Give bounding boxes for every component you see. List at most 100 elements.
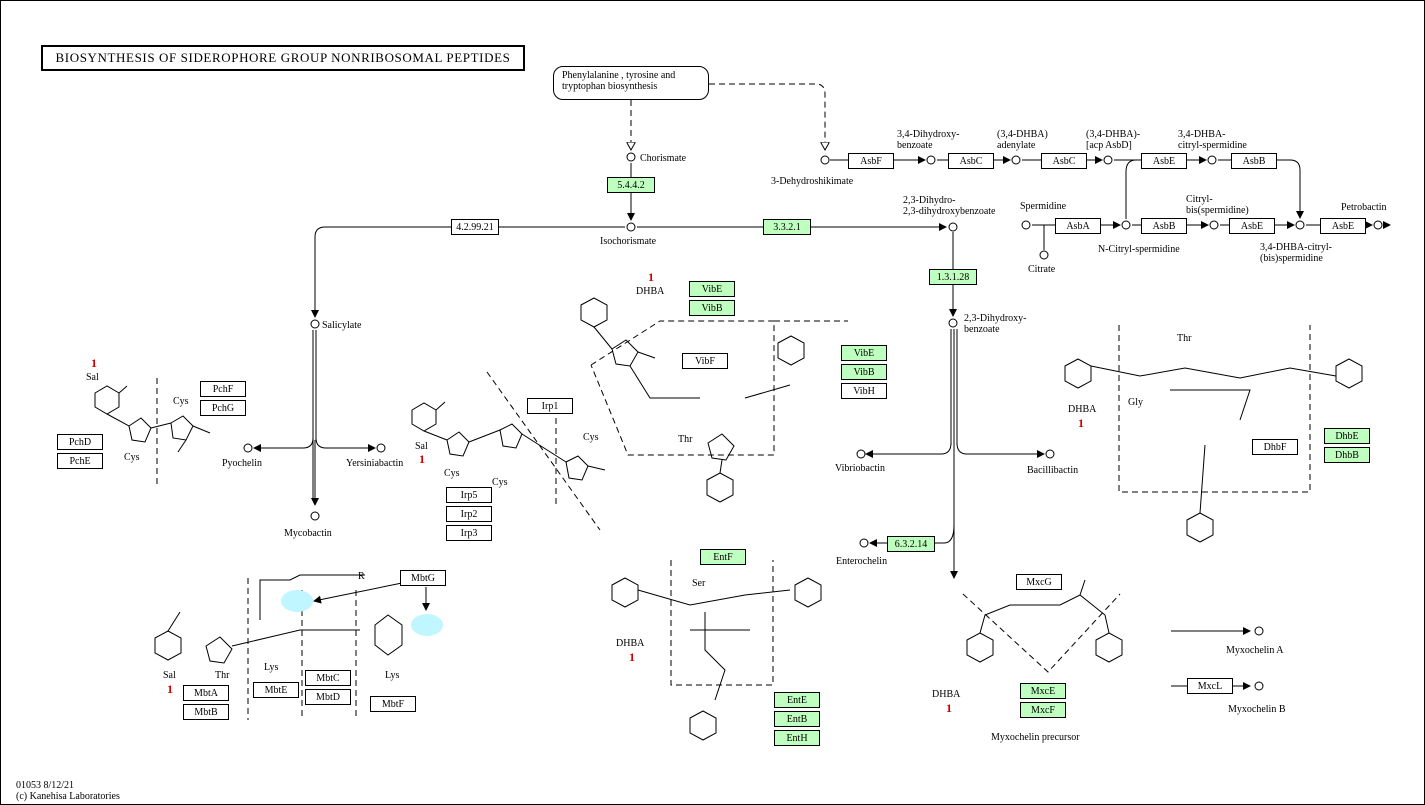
oh-highlight-2	[411, 614, 443, 636]
enzyme-vibb-1[interactable]: VibB	[689, 300, 735, 316]
struct-dhba-dhb: DHBA	[1068, 404, 1097, 415]
enzyme-dhbe[interactable]: DhbE	[1324, 428, 1370, 444]
enzyme-asbf[interactable]: AsbF	[848, 153, 894, 169]
enzyme-pche[interactable]: PchE	[57, 453, 103, 469]
enzyme-mxcl[interactable]: MxcL	[1187, 678, 1233, 694]
label-salicylate[interactable]: Salicylate	[322, 320, 362, 331]
label-chorismate[interactable]: Chorismate	[640, 153, 687, 164]
struct-thr-vib: Thr	[678, 434, 693, 445]
enzyme-mbtg[interactable]: MbtG	[400, 570, 446, 586]
module-marker-6: 1	[167, 682, 173, 696]
label-dihydro-dhb[interactable]: 2,3-Dihydro- 2,3-dihydroxybenzoate	[903, 195, 996, 217]
label-dhb-citryl-bis[interactable]: 3,4-DHBA-citryl- (bis)spermidine	[1260, 242, 1332, 264]
enzyme-asbe-3[interactable]: AsbE	[1320, 218, 1366, 234]
label-mycobactin[interactable]: Mycobactin	[284, 528, 332, 539]
label-3-dehydroshikimate[interactable]: 3-Dehydroshikimate	[771, 176, 854, 187]
struct-sal-2: Sal	[415, 441, 428, 452]
enzyme-asbe-1[interactable]: AsbE	[1141, 153, 1187, 169]
pathway-link-box[interactable]: Phenylalanine , tyrosine and tryptophan …	[553, 66, 709, 100]
label-dhb-acp[interactable]: (3,4-DHBA)- [acp AsbD]	[1086, 129, 1141, 151]
enzyme-asbb-1[interactable]: AsbB	[1231, 153, 1277, 169]
enzyme-mbta[interactable]: MbtA	[183, 685, 229, 701]
label-myxochelin-precursor[interactable]: Myxochelin precursor	[991, 732, 1080, 743]
enzyme-entf[interactable]: EntF	[700, 549, 746, 565]
enzyme-vibf[interactable]: VibF	[682, 353, 728, 369]
enzyme-asbe-2[interactable]: AsbE	[1229, 218, 1275, 234]
label-myxochelin-b[interactable]: Myxochelin B	[1228, 704, 1286, 715]
enzyme-pchd[interactable]: PchD	[57, 434, 103, 450]
enzyme-enth[interactable]: EntH	[774, 730, 820, 746]
enzyme-ente[interactable]: EntE	[774, 692, 820, 708]
enzyme-pchf[interactable]: PchF	[200, 381, 246, 397]
enzyme-mxcg[interactable]: MxcG	[1016, 574, 1062, 590]
map-title: BIOSYNTHESIS OF SIDEROPHORE GROUP NONRIB…	[41, 45, 525, 71]
module-marker-5: 1	[629, 650, 635, 664]
enzyme-mbtc[interactable]: MbtC	[305, 670, 351, 686]
enzyme-vibh[interactable]: VibH	[841, 383, 887, 399]
module-marker-2: 1	[419, 452, 425, 466]
enzyme-mbtb[interactable]: MbtB	[183, 704, 229, 720]
struct-cys-1: Cys	[173, 396, 189, 407]
module-marker-7: 1	[946, 701, 952, 715]
label-isochorismate[interactable]: Isochorismate	[600, 236, 657, 247]
label-petrobactin[interactable]: Petrobactin	[1341, 202, 1387, 213]
enzyme-vibb-2[interactable]: VibB	[841, 364, 887, 380]
struct-thr-mbt: Thr	[215, 670, 230, 681]
label-enterochelin[interactable]: Enterochelin	[836, 556, 888, 567]
enzyme-mbte[interactable]: MbtE	[253, 682, 299, 698]
label-pyochelin[interactable]: Pyochelin	[222, 458, 262, 469]
label-vibriobactin[interactable]: Vibriobactin	[835, 463, 885, 474]
label-dhb-citryl-spermidine[interactable]: 3,4-DHBA- citryl-spermidine	[1178, 129, 1247, 151]
struct-dhba-vib: DHBA	[636, 286, 665, 297]
footer-map-id: 01053 8/12/21	[16, 780, 75, 791]
enzyme-mbtf[interactable]: MbtF	[370, 696, 416, 712]
enzyme-asbc-1[interactable]: AsbC	[948, 153, 994, 169]
module-marker-4: 1	[1078, 416, 1084, 430]
enzyme-pchg[interactable]: PchG	[200, 400, 246, 416]
enzyme-irp3[interactable]: Irp3	[446, 525, 492, 541]
label-n-citryl-spermidine[interactable]: N-Citryl-spermidine	[1098, 244, 1180, 255]
label-citrate[interactable]: Citrate	[1028, 264, 1056, 275]
enzyme-irp5[interactable]: Irp5	[446, 487, 492, 503]
label-myxochelin-a[interactable]: Myxochelin A	[1226, 645, 1284, 656]
struct-r-mbt: R	[358, 571, 365, 582]
enzyme-dhbf[interactable]: DhbF	[1252, 439, 1298, 455]
enzyme-vibe-2[interactable]: VibE	[841, 345, 887, 361]
label-23-dhb[interactable]: 2,3-Dihydroxy- benzoate	[964, 313, 1027, 335]
struct-sal-mbt: Sal	[163, 670, 176, 681]
label-dhb-adenylate[interactable]: (3,4-DHBA) adenylate	[997, 129, 1048, 151]
enzyme-irp2[interactable]: Irp2	[446, 506, 492, 522]
struct-cys-3: Cys	[444, 468, 460, 479]
struct-cys-4: Cys	[492, 477, 508, 488]
struct-thr-dhb: Thr	[1177, 333, 1192, 344]
struct-dhba-ent: DHBA	[616, 638, 645, 649]
enzyme-irp1[interactable]: Irp1	[527, 398, 573, 414]
enzyme-dhbb[interactable]: DhbB	[1324, 447, 1370, 463]
enzyme-6-3-2-14[interactable]: 6.3.2.14	[887, 536, 935, 552]
enzyme-3-3-2-1[interactable]: 3.3.2.1	[763, 219, 811, 235]
struct-lys-1: Lys	[264, 662, 279, 673]
enzyme-vibe-1[interactable]: VibE	[689, 281, 735, 297]
enzyme-entb[interactable]: EntB	[774, 711, 820, 727]
enzyme-4-2-99-21[interactable]: 4.2.99.21	[451, 219, 499, 235]
enzyme-mxce[interactable]: MxcE	[1020, 683, 1066, 699]
label-yersiniabactin[interactable]: Yersiniabactin	[346, 458, 404, 469]
enzyme-asbb-2[interactable]: AsbB	[1141, 218, 1187, 234]
module-marker-3: 1	[648, 270, 654, 284]
enzyme-asba[interactable]: AsbA	[1055, 218, 1101, 234]
module-marker-1: 1	[91, 356, 97, 370]
enzyme-asbc-2[interactable]: AsbC	[1041, 153, 1087, 169]
label-bacillibactin[interactable]: Bacillibactin	[1027, 465, 1079, 476]
struct-gly-dhb: Gly	[1128, 397, 1143, 408]
enzyme-5-4-4-2[interactable]: 5.4.4.2	[607, 177, 655, 193]
label-citryl-bis[interactable]: Citryl- bis(spermidine)	[1186, 194, 1249, 216]
footer-copyright: (c) Kanehisa Laboratories	[16, 791, 120, 802]
label-dhb-top[interactable]: 3,4-Dihydroxy- benzoate	[897, 129, 960, 151]
enzyme-mbtd[interactable]: MbtD	[305, 689, 351, 705]
enzyme-mxcf[interactable]: MxcF	[1020, 702, 1066, 718]
enzyme-1-3-1-28[interactable]: 1.3.1.28	[929, 269, 977, 285]
label-spermidine[interactable]: Spermidine	[1020, 201, 1067, 212]
struct-sal-1: Sal	[86, 372, 99, 383]
struct-ser-ent: Ser	[692, 578, 706, 589]
